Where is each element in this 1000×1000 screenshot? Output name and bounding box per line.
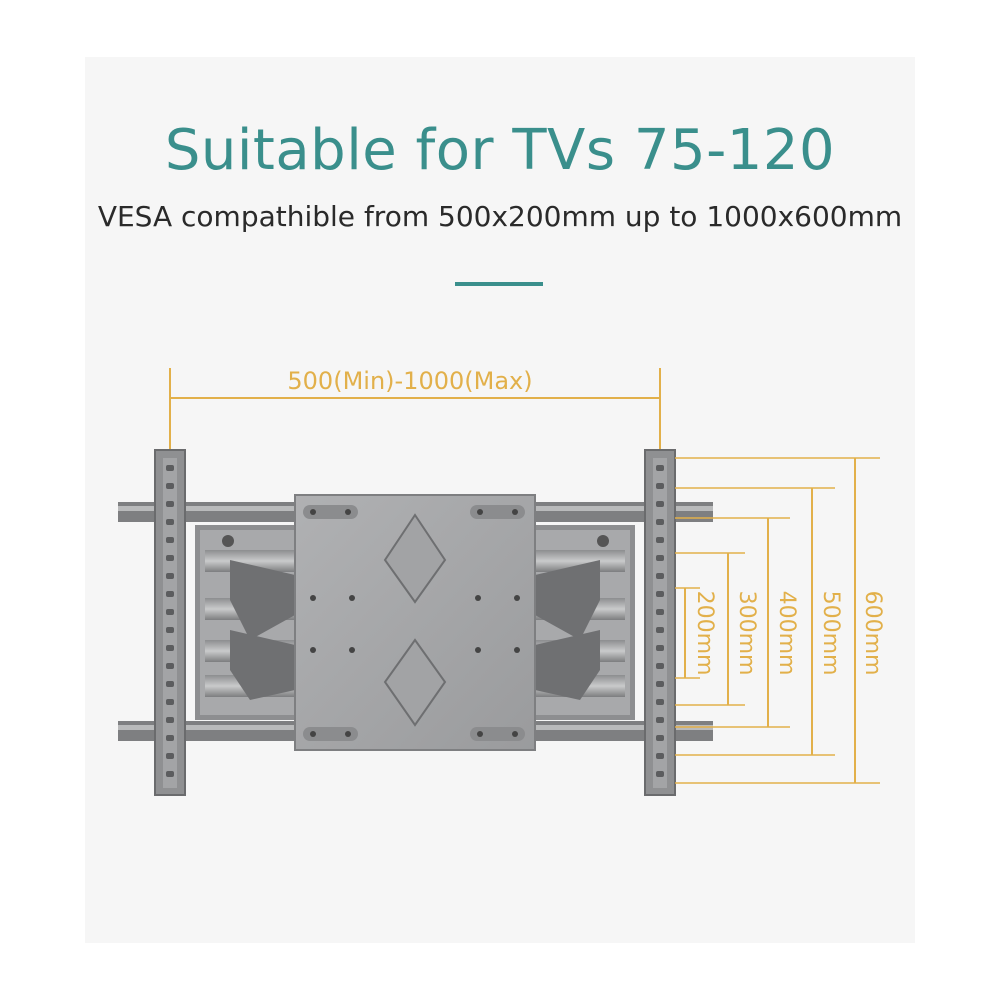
bracket-hole — [656, 627, 664, 633]
bracket-hole — [166, 483, 174, 489]
bracket-hole — [656, 681, 664, 687]
bracket-hole — [656, 699, 664, 705]
bracket-hole — [656, 753, 664, 759]
height-dimensions: 200mm 300mm 400mm 500mm 600mm — [675, 457, 885, 784]
bracket-hole — [656, 573, 664, 579]
bracket-hole — [656, 735, 664, 741]
width-label: 500(Min)-1000(Max) — [287, 367, 532, 395]
bracket-hole — [656, 519, 664, 525]
bracket-hole — [166, 501, 174, 507]
bracket-hole — [166, 465, 174, 471]
bracket-hole — [656, 663, 664, 669]
bracket-hole — [166, 555, 174, 561]
bracket-hole — [166, 537, 174, 543]
bracket-hole — [656, 717, 664, 723]
bracket-hole — [656, 537, 664, 543]
bracket-hole — [166, 663, 174, 669]
width-dimension: 500(Min)-1000(Max) — [169, 366, 661, 450]
bracket-hole — [656, 555, 664, 561]
bracket-hole — [166, 771, 174, 777]
bracket-hole — [166, 699, 174, 705]
page-subtitle: VESA compathible from 500x200mm up to 10… — [97, 200, 903, 233]
height-label-200: 200mm — [692, 591, 717, 676]
height-label-600: 600mm — [860, 591, 885, 676]
bracket-hole — [166, 627, 174, 633]
arm-assembly — [195, 525, 635, 720]
bracket-hole — [166, 717, 174, 723]
bracket-hole — [166, 735, 174, 741]
height-label-400: 400mm — [774, 591, 799, 676]
bracket-hole — [166, 609, 174, 615]
bracket-hole — [166, 645, 174, 651]
bracket-hole — [656, 483, 664, 489]
title-divider — [455, 282, 543, 286]
bracket-hole — [166, 753, 174, 759]
bracket-hole — [166, 681, 174, 687]
bracket-hole — [656, 645, 664, 651]
bracket-hole — [656, 591, 664, 597]
bracket-hole — [166, 573, 174, 579]
bracket-hole — [656, 501, 664, 507]
height-label-500: 500mm — [818, 591, 843, 676]
bracket-hole — [166, 519, 174, 525]
bracket-hole — [656, 609, 664, 615]
page-title: Suitable for TVs 75-120 — [164, 118, 836, 183]
height-label-300: 300mm — [734, 591, 759, 676]
bracket-hole — [656, 771, 664, 777]
bracket-holes — [166, 465, 664, 777]
bracket-hole — [656, 465, 664, 471]
bracket-hole — [166, 591, 174, 597]
wall-plate — [294, 494, 536, 751]
